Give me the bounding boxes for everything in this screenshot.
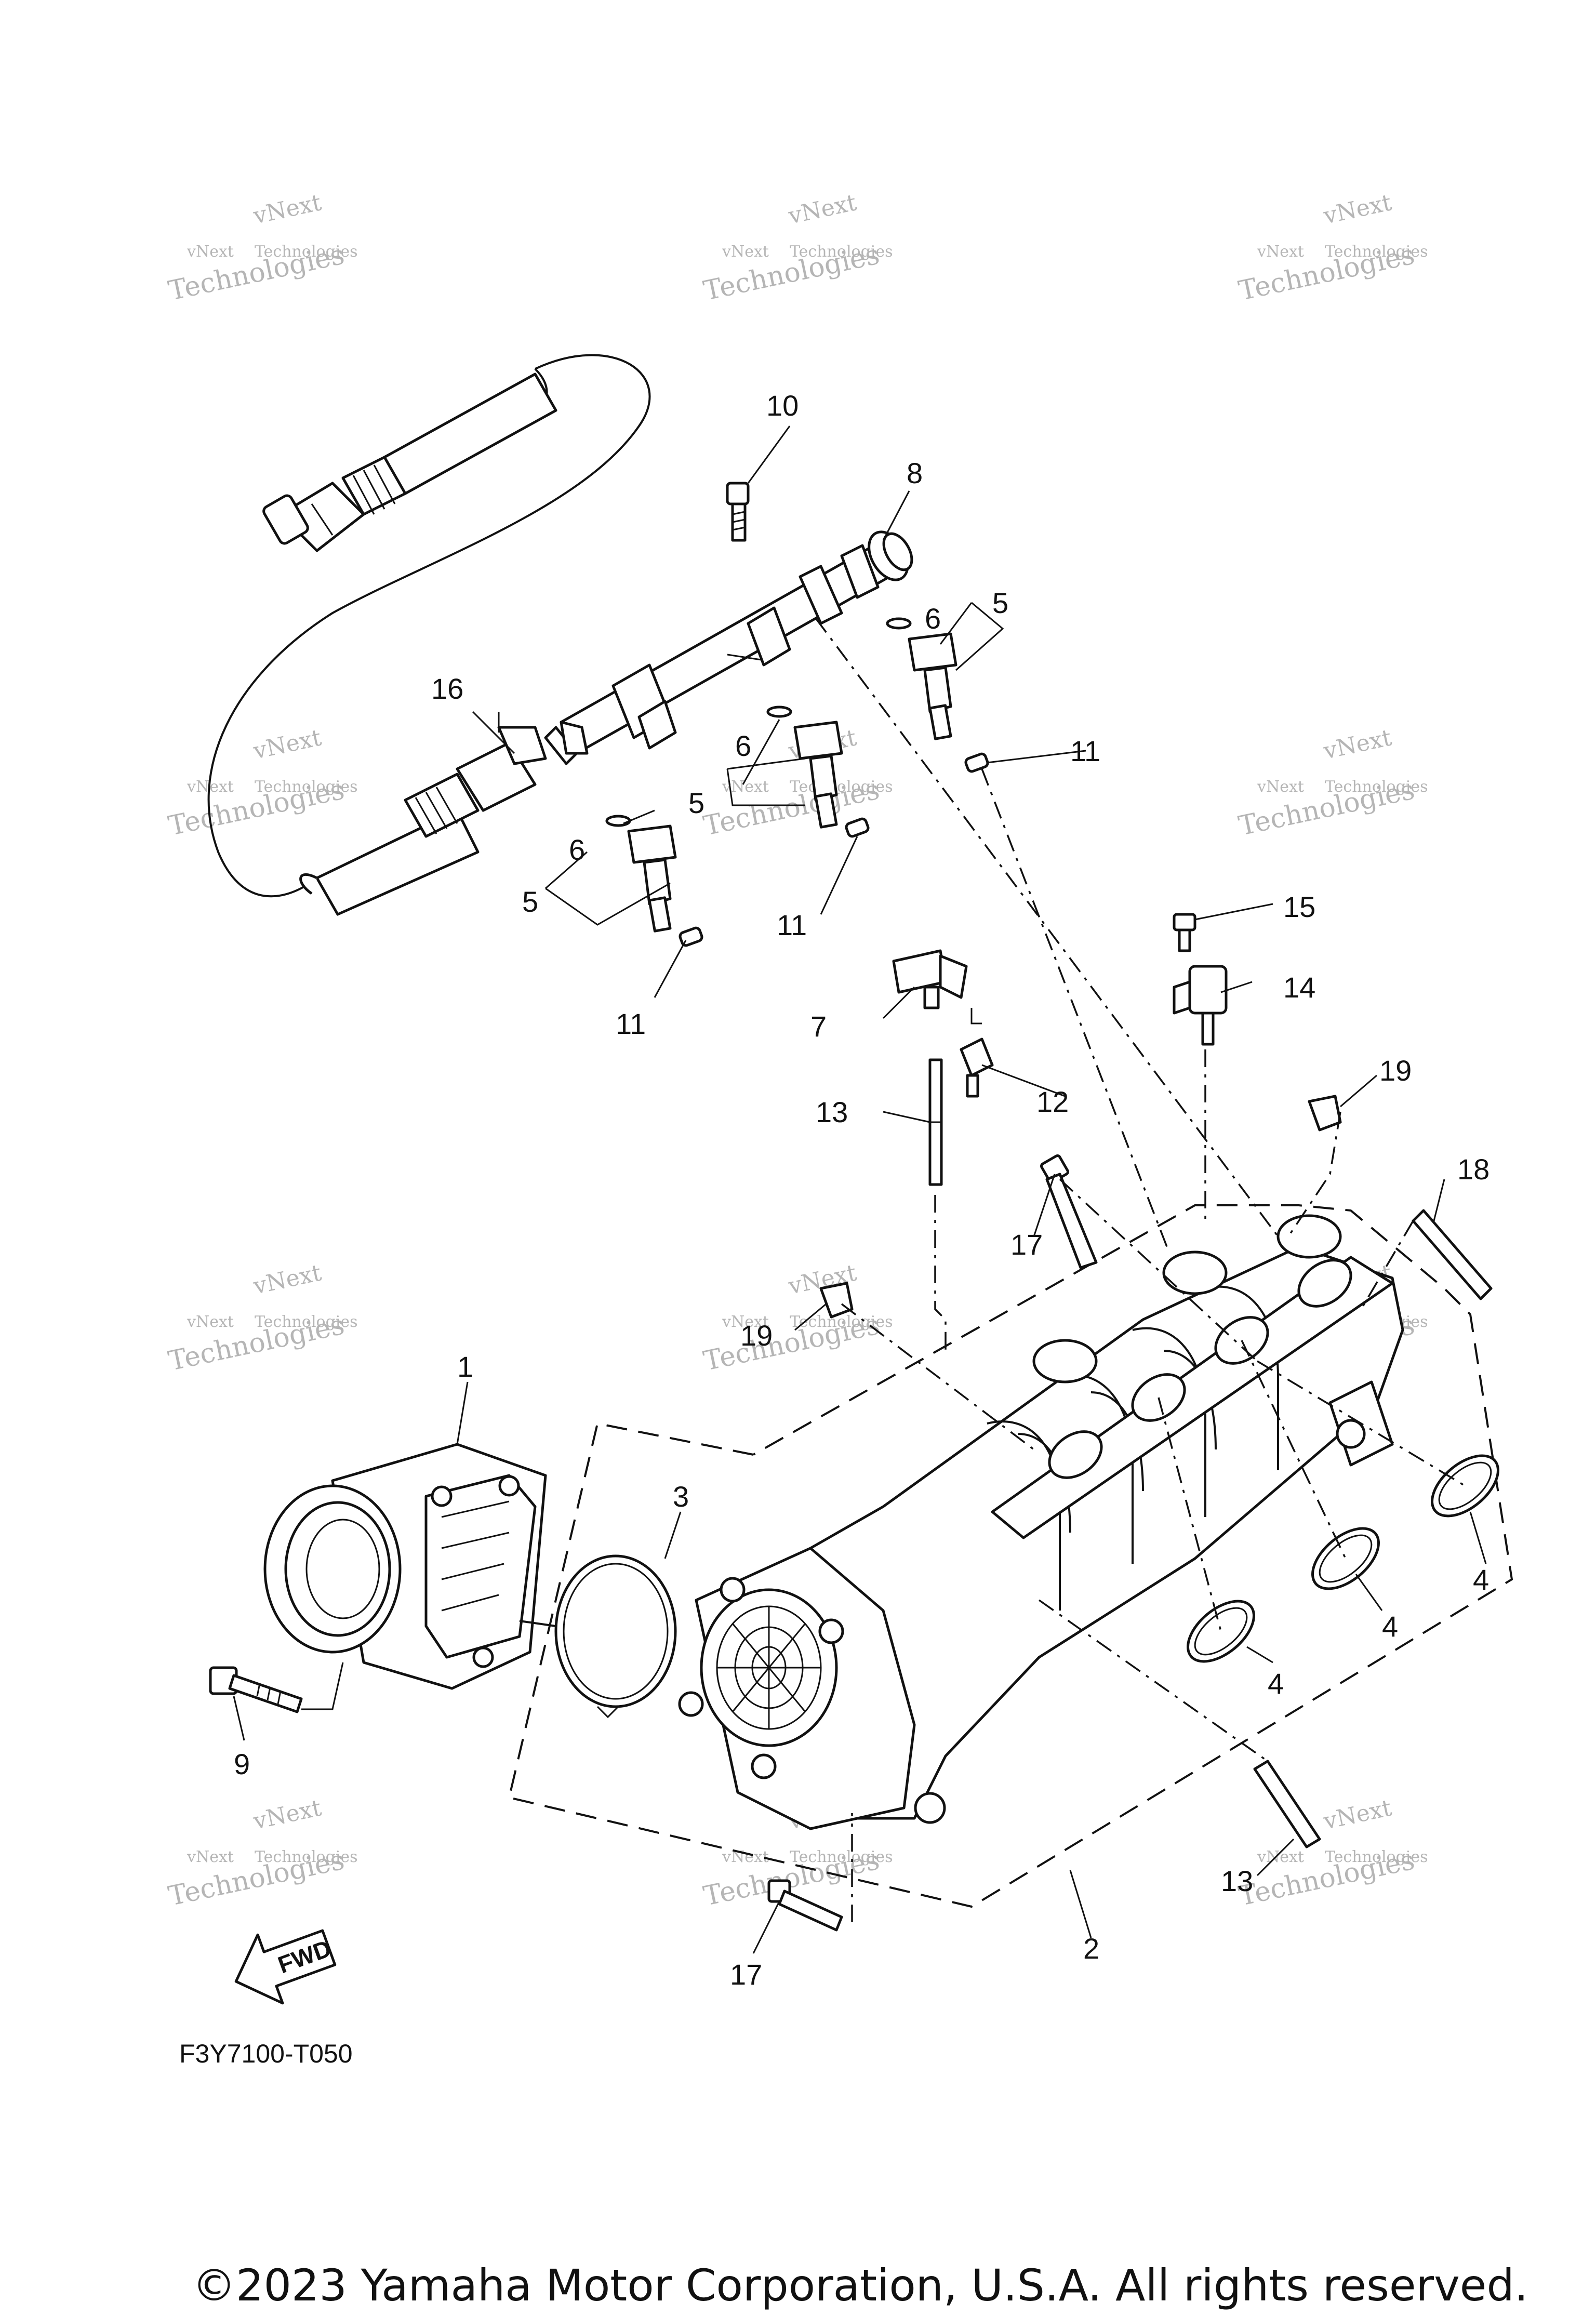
o-ring (1311, 1527, 1380, 1590)
o-ring (1431, 1454, 1499, 1518)
intake-manifold (678, 1214, 1404, 1830)
fuel-rail (544, 530, 913, 765)
watermark: vNext vNext Technologies Technologies (166, 724, 358, 842)
fitting (960, 1037, 994, 1098)
clip (819, 1282, 854, 1319)
watermark: vNext vNext Technologies Technologies (1236, 189, 1428, 307)
callout-15: 15 (1283, 890, 1315, 923)
callout-11: 11 (777, 909, 807, 941)
callout-9: 9 (234, 1748, 250, 1780)
leader-lines (233, 425, 1487, 1954)
callout-4: 4 (1268, 1667, 1284, 1700)
svg-text:Technologies: Technologies (255, 778, 358, 796)
svg-text:Technologies: Technologies (255, 1313, 358, 1331)
callout-5: 5 (992, 587, 1008, 619)
svg-text:Technologies: Technologies (1325, 1848, 1428, 1866)
svg-text:vNext: vNext (722, 1848, 769, 1866)
callout-12: 12 (1036, 1085, 1069, 1118)
callout-13: 13 (816, 1096, 848, 1128)
watermark: vNext vNext Technologies Technologies (1236, 1794, 1428, 1912)
watermark: vNext vNext Technologies Technologies (701, 189, 893, 307)
figure-code: F3Y7100-T050 (179, 2039, 353, 2068)
svg-text:vNext: vNext (187, 243, 234, 261)
svg-text:vNext: vNext (1321, 724, 1394, 765)
svg-text:vNext: vNext (250, 189, 324, 230)
svg-text:vNext: vNext (1257, 1848, 1304, 1866)
stud-bolt (1253, 1760, 1321, 1848)
callout-17: 17 (730, 1958, 762, 1991)
callout-13: 13 (1221, 1865, 1253, 1897)
svg-text:vNext: vNext (250, 1794, 324, 1835)
svg-text:vNext: vNext (187, 1848, 234, 1866)
watermark: vNext vNext Technologies Technologies (166, 1794, 358, 1912)
svg-text:Technologies: Technologies (790, 1313, 893, 1331)
callout-7: 7 (810, 1010, 827, 1043)
callout-19: 19 (740, 1319, 773, 1352)
assembly-outline (508, 1204, 1513, 1908)
svg-text:Technologies: Technologies (790, 1848, 893, 1866)
svg-text:vNext: vNext (722, 243, 769, 261)
fuel-injector (627, 824, 677, 933)
rail-bolt (726, 482, 750, 542)
o-ring (1187, 1600, 1255, 1663)
flange-bolt (1040, 1154, 1098, 1269)
svg-text:vNext: vNext (1321, 1794, 1394, 1835)
temperature-sensor (1173, 965, 1228, 1046)
plenum-screen (717, 1606, 821, 1729)
callout-14: 14 (1283, 971, 1315, 1004)
sensor-bolt (1173, 913, 1196, 952)
callout-5: 5 (522, 885, 538, 918)
throttle-body (263, 1443, 547, 1690)
callout-3: 3 (673, 1480, 689, 1513)
fuel-hose (207, 354, 651, 916)
callout-5: 5 (688, 787, 704, 819)
callout-11: 11 (1070, 735, 1100, 767)
callout-19: 19 (1379, 1054, 1412, 1087)
flange-bolt (767, 1879, 843, 1932)
stud-bolt (928, 1058, 943, 1186)
clip (1308, 1095, 1342, 1132)
callout-6: 6 (735, 729, 751, 762)
callout-11: 11 (616, 1007, 646, 1040)
callout-18: 18 (1457, 1153, 1489, 1186)
watermark: vNext vNext Technologies Technologies (1236, 724, 1428, 842)
pressure-sensor (892, 949, 968, 1009)
watermark: vNext vNext Technologies Technologies (166, 189, 358, 307)
watermark: vNext vNext Technologies Technologies (166, 1259, 358, 1377)
throttle-bolt (209, 1666, 303, 1713)
callout-6: 6 (925, 602, 941, 635)
svg-text:vNext: vNext (250, 724, 324, 765)
callout-16: 16 (431, 672, 463, 705)
callout-8: 8 (907, 457, 923, 489)
fwd-arrow-icon: FWD (234, 1929, 337, 2005)
svg-text:Technologies: Technologies (790, 243, 893, 261)
callout-1: 1 (457, 1350, 473, 1383)
svg-text:vNext: vNext (1257, 778, 1304, 796)
gasket (554, 1554, 677, 1719)
svg-text:vNext: vNext (786, 189, 859, 230)
callout-10: 10 (766, 389, 799, 422)
callout-17: 17 (1010, 1228, 1043, 1261)
svg-text:vNext: vNext (1257, 243, 1304, 261)
stud (1412, 1209, 1493, 1300)
fuel-injector (793, 721, 843, 829)
svg-text:vNext: vNext (1321, 189, 1394, 230)
svg-text:vNext: vNext (722, 1313, 769, 1331)
svg-text:Technologies: Technologies (1325, 243, 1428, 261)
callout-6: 6 (569, 833, 585, 866)
callout-4: 4 (1473, 1563, 1489, 1596)
callout-2: 2 (1083, 1932, 1099, 1965)
svg-text:vNext: vNext (187, 1313, 234, 1331)
callout-labels: 1 2 3 4 4 4 5 5 5 6 6 6 7 8 9 10 11 11 1… (234, 389, 1489, 1991)
watermark: vNext vNext Technologies Technologies (701, 1259, 893, 1377)
fuel-injector (908, 632, 957, 740)
svg-text:Technologies: Technologies (1325, 778, 1428, 796)
callout-4: 4 (1382, 1610, 1398, 1643)
svg-text:Technologies: Technologies (790, 778, 893, 796)
svg-text:vNext: vNext (250, 1259, 324, 1300)
svg-text:Technologies: Technologies (255, 243, 358, 261)
svg-text:Technologies: Technologies (255, 1848, 358, 1866)
copyright-notice: ©2023 Yamaha Motor Corporation, U.S.A. A… (192, 2260, 1528, 2311)
